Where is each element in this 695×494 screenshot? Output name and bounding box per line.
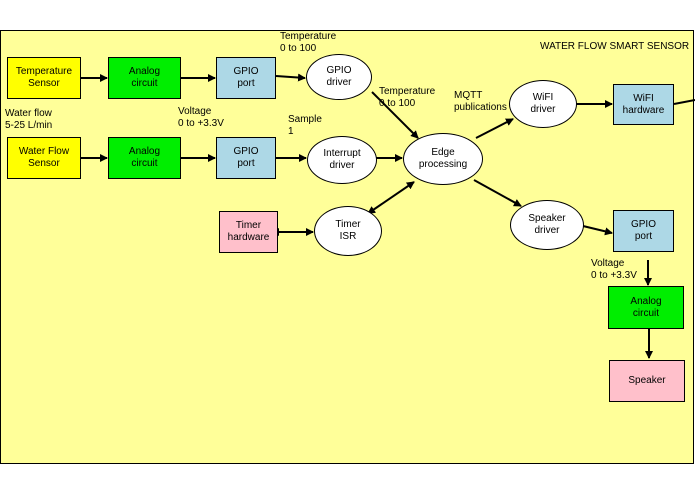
temperature-sensor-block: Temperature Sensor: [7, 57, 81, 99]
mqtt-publications-label: MQTT publications: [454, 90, 507, 113]
arrow-wifi-hw-out: [673, 99, 695, 105]
arrow-edge-to-wifi-driver: [475, 118, 514, 139]
voltage-range-label-2: Voltage 0 to +3.3V: [591, 258, 637, 281]
timer-hardware-block: Timer hardware: [219, 211, 278, 253]
sample-label: Sample 1: [288, 114, 322, 137]
arrow-gpio-to-gpio-driver: [275, 73, 306, 82]
arrow-edge-timer: [367, 181, 415, 214]
water-flow-range-label: Water flow 5-25 L/min: [5, 108, 53, 131]
temperature-range-label-1: Temperature 0 to 100: [280, 31, 337, 54]
arrow-edge-to-speaker-driver: [473, 179, 522, 207]
temperature-range-label-2: Temperature 0 to 100: [379, 86, 436, 109]
analog-circuit-block-1: Analog circuit: [108, 57, 181, 99]
wifi-hardware-block: WiFI hardware: [613, 84, 674, 125]
diagram-title: WATER FLOW SMART SENSOR: [540, 41, 690, 52]
edge-processing-node: Edge processing: [403, 133, 483, 185]
gpio-port-block-2: GPIO port: [216, 137, 276, 179]
arrow-speaker-driver-to-gpio: [582, 225, 613, 236]
interrupt-driver-node: Interrupt driver: [307, 136, 377, 184]
speaker-block: Speaker: [609, 360, 685, 402]
voltage-range-label-1: Voltage 0 to +3.3V: [178, 106, 224, 129]
analog-circuit-block-3: Analog circuit: [608, 286, 684, 329]
wifi-driver-node: WiFI driver: [509, 80, 577, 128]
gpio-driver-node: GPIO driver: [306, 54, 372, 100]
arrow-gpio-driver-to-edge: [371, 91, 419, 139]
water-flow-sensor-block: Water Flow Sensor: [7, 137, 81, 179]
gpio-port-block-1: GPIO port: [216, 57, 276, 99]
timer-isr-node: Timer ISR: [314, 206, 382, 256]
analog-circuit-block-2: Analog circuit: [108, 137, 181, 179]
speaker-driver-node: Speaker driver: [510, 200, 584, 250]
gpio-port-block-3: GPIO port: [613, 210, 674, 252]
